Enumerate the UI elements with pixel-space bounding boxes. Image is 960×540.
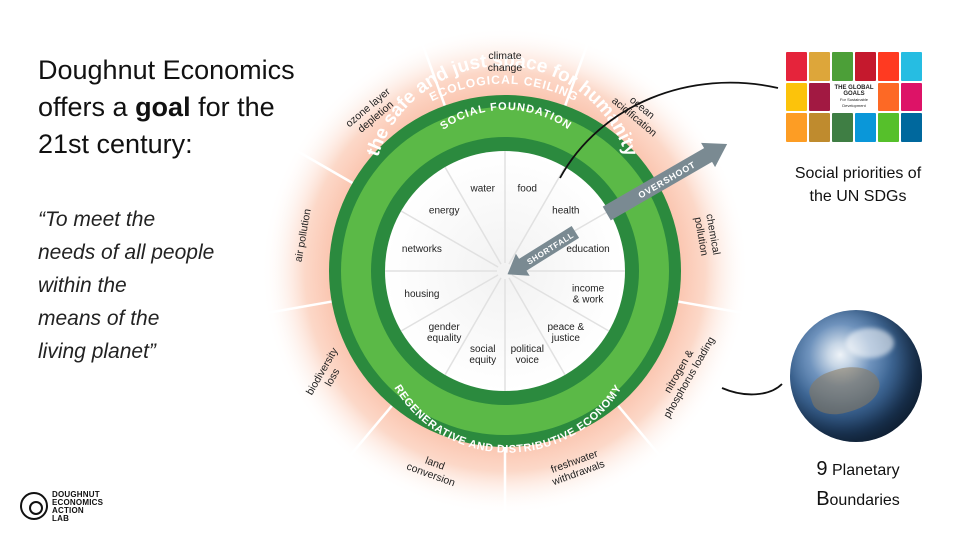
sdg-caption-line: Social priorities of — [794, 165, 922, 182]
doughnut-diagram: ECOLOGICAL CEILING the safe and just spa… — [262, 28, 749, 515]
pb-caption-line-1: 9 Planetary — [790, 455, 926, 485]
boundary-divider — [347, 405, 393, 459]
logo-text: DOUGHNUT ECONOMICS ACTION LAB — [52, 491, 103, 523]
need-divider — [400, 274, 499, 332]
logo-line: DOUGHNUT — [52, 490, 100, 499]
social-need-label: peace &justice — [547, 322, 584, 344]
sdg-caption-line: the UN SDGs — [809, 188, 907, 205]
title-line-2: offers a goal for the — [38, 89, 338, 126]
slide-title: Doughnut Economics offers a goal for the… — [38, 52, 338, 163]
logo-line: LAB — [52, 514, 70, 523]
sdg-tile — [786, 113, 807, 142]
pb-caption-number: 9 — [816, 458, 828, 480]
sdg-tile — [832, 113, 853, 142]
sdg-tile — [786, 82, 807, 112]
pb-caption-initial: B — [816, 488, 830, 510]
sdg-tile — [832, 52, 853, 81]
logo-ring-icon — [20, 492, 48, 520]
need-divider — [511, 274, 610, 332]
sdg-tile — [855, 113, 876, 142]
social-need-label: health — [552, 206, 579, 217]
pb-caption-line-2: Boundaries — [790, 485, 926, 515]
logo-line: ACTION — [52, 506, 84, 515]
quote-line: living planet” — [38, 340, 156, 363]
earth-image — [790, 310, 922, 442]
boundary-divider — [678, 300, 746, 315]
sdg-tile — [786, 52, 807, 81]
boundary-divider — [420, 41, 446, 107]
quote-line: needs of all people — [38, 241, 215, 264]
social-need-label: housing — [404, 289, 439, 300]
sdg-tile — [855, 52, 876, 81]
shortfall-zone — [385, 151, 625, 391]
need-dividers — [385, 151, 625, 391]
pb-caption-text: Planetary — [827, 462, 900, 479]
sdg-tile — [878, 113, 899, 142]
social-need-label: food — [518, 183, 537, 194]
deal-logo: DOUGHNUT ECONOMICS ACTION LAB — [18, 488, 128, 523]
title-goal-word: goal — [135, 92, 191, 122]
need-divider — [444, 166, 502, 265]
sdg-tile — [809, 82, 830, 112]
boundary-divider — [264, 300, 332, 315]
boundary-dividers — [264, 41, 746, 515]
logo-line: ECONOMICS — [52, 498, 104, 507]
sdg-tile — [901, 52, 922, 81]
social-need-label: education — [566, 244, 609, 255]
sdg-tile — [901, 113, 922, 142]
sdg-tile — [809, 52, 830, 81]
quote-line: “To meet the — [38, 208, 156, 231]
need-divider — [508, 277, 566, 376]
need-divider — [444, 277, 502, 376]
social-need-label: networks — [402, 244, 442, 255]
sdg-caption: Social priorities of the UN SDGs — [770, 162, 946, 208]
boundary-divider — [293, 147, 354, 185]
title-line-1: Doughnut Economics — [38, 55, 295, 85]
quote-block: “To meet the needs of all people within … — [38, 203, 278, 368]
title-line-2-post: for the — [190, 92, 275, 122]
social-need-label: income& work — [572, 283, 605, 305]
sdg-tile — [878, 52, 899, 81]
need-divider — [508, 166, 566, 265]
sdg-tile — [901, 82, 922, 112]
sdg-tile — [809, 113, 830, 142]
pb-caption-text: oundaries — [829, 492, 900, 509]
need-divider — [400, 210, 499, 268]
title-line-3: 21st century: — [38, 129, 193, 159]
quote-line: within the — [38, 274, 127, 297]
quote-line: means of the — [38, 307, 160, 330]
title-line-2-pre: offers a — [38, 92, 136, 122]
sdg-tile — [878, 82, 899, 112]
boundary-divider — [617, 405, 663, 459]
planetary-boundaries-caption: 9 Planetary Boundaries — [790, 455, 926, 515]
need-labels: water food health education income& work peac… — [402, 183, 610, 366]
social-need-label: water — [470, 183, 496, 194]
social-need-label: energy — [429, 206, 460, 217]
